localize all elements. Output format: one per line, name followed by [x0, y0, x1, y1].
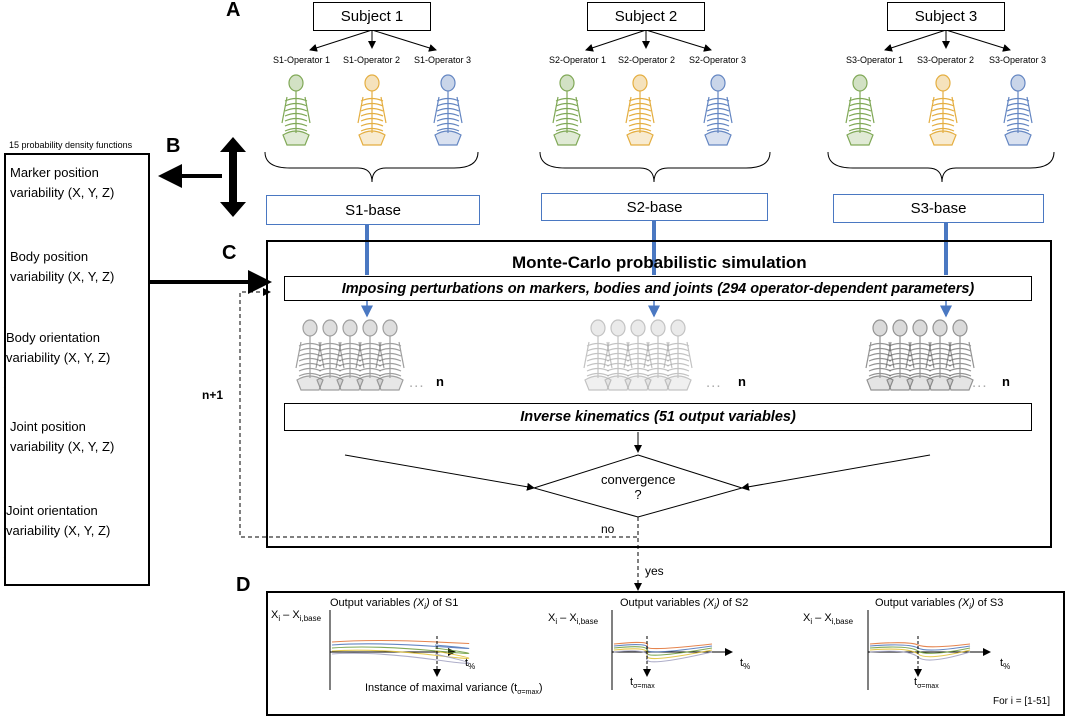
operator-skeleton: [928, 74, 958, 146]
operator-label: S2-Operator 1: [549, 55, 607, 65]
double-arrow-icon: [220, 137, 246, 217]
ellipsis: ...: [972, 374, 988, 391]
subject-2-box: Subject 2: [587, 2, 705, 31]
t-sigma-label: tσ=max: [914, 676, 939, 691]
output-plot: [867, 610, 991, 690]
perturbed-skeleton: [925, 319, 955, 391]
brace-1: [264, 151, 479, 183]
perturbed-skeleton: [355, 319, 385, 391]
inverse-kinematics-box: Inverse kinematics (51 output variables): [284, 403, 1032, 431]
ellipsis: ...: [409, 374, 425, 391]
operator-skeleton: [281, 74, 311, 146]
output-plot: [329, 610, 470, 690]
outputs-box: [266, 591, 1065, 716]
plot-title: Output variables (Xi) of S2: [620, 597, 749, 612]
x-axis-label: t%: [740, 657, 751, 672]
pdf-panel: [4, 153, 150, 586]
convergence-inputs: [344, 432, 931, 491]
operator-label: S1-Operator 1: [273, 55, 331, 65]
perturbed-skeleton: [945, 319, 975, 391]
operator-skeleton: [1003, 74, 1033, 146]
s3-base-box: S3-base: [833, 194, 1044, 223]
subject-1-box: Subject 1: [313, 2, 431, 31]
n-label: n: [1002, 374, 1010, 389]
operator-label: S2-Operator 3: [689, 55, 747, 65]
perturbed-skeleton: [663, 319, 693, 391]
y-axis-label: Xi – Xi,base: [803, 612, 854, 627]
range-note: For i = [1-51]: [993, 696, 1050, 707]
panel-label-c: C: [222, 242, 237, 264]
operator-label: S2-Operator 2: [618, 55, 676, 65]
pdf-panel-header: 15 probability density functions: [9, 140, 133, 150]
operator-skeleton: [845, 74, 875, 146]
no-label: no: [601, 522, 615, 536]
subject3-arrows: [884, 29, 1011, 52]
operator-skeleton: [625, 74, 655, 146]
perturbed-skeleton: [375, 319, 405, 391]
x-axis-label: t%: [465, 657, 476, 672]
subject1-arrows: [309, 29, 437, 52]
operator-label: S3-Operator 1: [846, 55, 904, 65]
panel-label-b: B: [166, 135, 181, 157]
subject-3-box: Subject 3: [887, 2, 1005, 31]
perturbation-box: Imposing perturbations on markers, bodie…: [284, 276, 1032, 301]
operator-label: S1-Operator 3: [414, 55, 472, 65]
subject2-arrows: [585, 29, 712, 52]
s2-base-box: S2-base: [541, 193, 768, 221]
perturbed-skeleton: [643, 319, 673, 391]
perturbed-skeleton: [295, 319, 325, 391]
monte-carlo-title: Monte-Carlo probabilistic simulation: [512, 253, 807, 272]
operator-skeleton: [552, 74, 582, 146]
perturbed-skeleton: [583, 319, 613, 391]
perturbed-skeleton: [603, 319, 633, 391]
plot-title: Output variables (Xi) of S3: [875, 597, 1004, 612]
x-axis-label: t%: [1000, 657, 1011, 672]
perturbed-skeleton: [335, 319, 365, 391]
operator-skeleton: [433, 74, 463, 146]
loop-back-dashed: [239, 288, 642, 591]
base-to-perturbation-arrows: [365, 220, 948, 275]
perturbation-to-skeleton-arrows: [361, 300, 952, 318]
perturbed-skeleton: [905, 319, 935, 391]
output-plot: [611, 610, 733, 690]
operator-skeleton: [357, 74, 387, 146]
operator-label: S1-Operator 2: [343, 55, 401, 65]
operator-label: S3-Operator 3: [989, 55, 1047, 65]
convergence-label: convergence ?: [601, 472, 676, 502]
operator-label: S3-Operator 2: [917, 55, 975, 65]
plot-title: Output variables (Xi) of S1: [330, 597, 459, 612]
brace-3: [827, 151, 1055, 183]
panel-label-a: A: [226, 0, 241, 21]
instance-label: Instance of maximal variance (tσ=max): [365, 682, 543, 697]
panel-label-d: D: [236, 574, 251, 596]
y-axis-label: Xi – Xi,base: [548, 612, 599, 627]
n-label: n: [738, 374, 746, 389]
perturbed-skeleton: [623, 319, 653, 391]
s1-base-box: S1-base: [266, 195, 480, 225]
brace-2: [539, 151, 771, 183]
monte-carlo-box: [266, 240, 1052, 548]
yes-label: yes: [645, 564, 664, 578]
y-axis-label: Xi – Xi,base: [271, 609, 322, 624]
loop-label: n+1: [202, 388, 224, 402]
operator-skeleton: [703, 74, 733, 146]
t-sigma-label: tσ=max: [630, 676, 655, 691]
n-label: n: [436, 374, 444, 389]
perturbed-skeleton: [885, 319, 915, 391]
ellipsis: ...: [706, 374, 722, 391]
